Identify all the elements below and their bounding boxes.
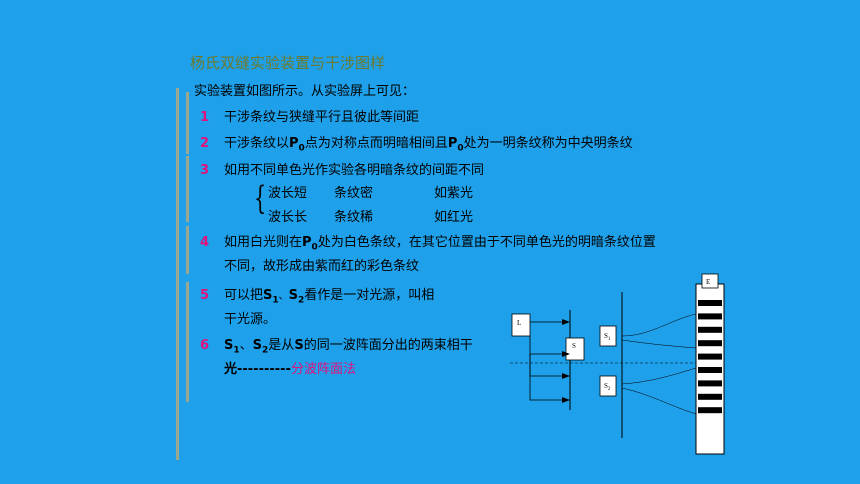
p0-symbol: P0: [447, 136, 464, 154]
dash-line: 光----------: [224, 362, 291, 377]
list-item-5-line2: 干光源。: [224, 312, 277, 327]
double-slit-diagram: L S S1 S2 E: [510, 273, 725, 455]
wavelength-row-short: 波长短条纹密如紫光: [268, 186, 474, 201]
dark-fringe: [698, 393, 722, 400]
dark-fringe: [698, 407, 722, 414]
label-S2: S2: [604, 382, 611, 392]
left-bar-1: [176, 88, 179, 460]
ray-3: [621, 367, 697, 385]
label-L: L: [517, 319, 521, 327]
left-bar-3: [186, 156, 189, 222]
item-text-b: 点为对称点而明暗相间且: [304, 136, 448, 151]
item-text-a: 干涉条纹以: [224, 136, 290, 151]
dark-fringe: [698, 340, 722, 347]
intro-text: 实验装置如图所示。从实验屏上可见：: [194, 84, 416, 99]
list-item-3: 3 如用不同单色光作实验各明暗条纹的间距不同: [200, 159, 484, 178]
item-number: 1: [200, 110, 210, 125]
item-number: 4: [200, 235, 210, 250]
item-number: 5: [200, 288, 210, 303]
item-text-b: 看作是一对光源，叫相: [304, 288, 435, 303]
list-item-4: 4 如用白光则在P0处为白色条纹，在其它位置由于不同单色光的明暗条纹位置: [200, 231, 656, 253]
label-S1: S1: [604, 332, 611, 342]
p0-symbol: P0: [302, 235, 318, 253]
left-bar-4: [186, 226, 189, 274]
list-item-4-line2: 不同，故形成由紫而红的彩色条纹: [224, 259, 420, 274]
item-text-c: 的同一波阵面分出的两束相干: [303, 338, 473, 353]
item-text-a: 如用白光则在: [224, 235, 303, 250]
fringe-group: [698, 300, 722, 414]
item-text-a: 可以把: [224, 288, 264, 303]
item-number: 3: [200, 163, 210, 178]
source-box: [565, 337, 585, 361]
s2-symbol: S2: [288, 288, 305, 306]
list-item-1: 1 干涉条纹与狭缝平行且彼此等间距: [200, 106, 419, 125]
item-text: 如用不同单色光作实验各明暗条纹的间距不同: [224, 163, 485, 178]
s2-box: [599, 375, 617, 397]
dark-fringe: [698, 300, 722, 306]
s1-symbol: S1: [263, 288, 279, 306]
wavelength-row-long: 波长长条纹稀如红光: [268, 210, 474, 225]
dark-fringe: [698, 326, 722, 333]
method-highlight: 分波阵面法: [290, 362, 356, 377]
s1-box: [599, 325, 617, 347]
label-S: S: [572, 342, 576, 350]
dark-fringe: [698, 353, 722, 360]
list-item-6-line2: 光----------分波阵面法: [224, 358, 356, 377]
lens-box: [511, 313, 531, 337]
brace-symbol: {: [254, 179, 267, 217]
ray-1: [621, 313, 697, 337]
item-number: 2: [200, 136, 210, 151]
item-text-b: 是从: [268, 338, 295, 353]
arrow-bottom: [529, 354, 562, 401]
item-number: 6: [200, 338, 210, 353]
left-bar-5: [186, 282, 189, 402]
item-text-c: 处为一明条纹称为中央明条纹: [463, 136, 633, 151]
arrow-mid: [529, 336, 562, 355]
dark-fringe: [698, 313, 722, 320]
p0-symbol: P0: [289, 136, 305, 154]
screen-label-box: [701, 273, 719, 289]
label-E: E: [706, 278, 710, 286]
s-symbol: S: [294, 338, 304, 353]
page-title: 杨氏双缝实验装置与干涉图样: [190, 54, 386, 72]
dark-fringe: [698, 380, 722, 387]
ray-4: [621, 387, 697, 415]
s1-symbol: S1: [224, 338, 240, 356]
ray-2: [621, 339, 697, 349]
item-text: 干涉条纹与狭缝平行且彼此等间距: [224, 110, 420, 125]
left-bar-2: [186, 92, 189, 154]
item-text-b: 处为白色条纹，在其它位置由于不同单色光的明暗条纹位置: [317, 235, 656, 250]
s2-symbol: S2: [252, 338, 269, 356]
dark-fringe: [698, 367, 722, 373]
